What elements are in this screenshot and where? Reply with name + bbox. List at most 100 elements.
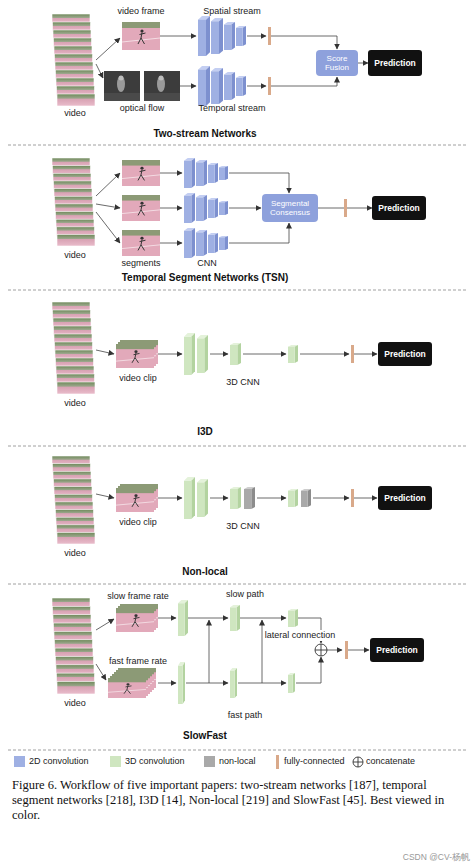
fc-bar: [268, 77, 271, 95]
conv3d-block: [288, 489, 298, 507]
panel-divider: [8, 750, 466, 751]
annotation-label: Temporal stream: [198, 103, 265, 114]
optical-flow-thumb: [144, 71, 180, 101]
conv2d-block: [236, 76, 246, 96]
panel-title: SlowFast: [183, 730, 227, 742]
video-stack: [52, 598, 95, 694]
conv3d-block: [230, 668, 237, 698]
conv2d-block: [196, 195, 207, 221]
prediction-box: Prediction: [378, 486, 432, 510]
video-clip: [116, 484, 158, 512]
fc-bar: [351, 345, 354, 363]
conv3d-block: [197, 479, 208, 517]
annotation-label: CNN: [197, 258, 217, 269]
conv3d-block: [178, 600, 188, 636]
video-stack: [52, 158, 95, 246]
flow-connector: [358, 63, 368, 64]
video-stack: [52, 14, 95, 106]
node-text: Prediction: [376, 203, 422, 213]
non-local-block: [244, 487, 255, 509]
legend-swatch: [110, 756, 121, 767]
prediction-box: Prediction: [378, 342, 432, 366]
non-local-illustration: [52, 456, 377, 544]
legend-text: 2D convolution: [29, 756, 89, 767]
conv2d-block: [184, 193, 195, 223]
conv2d-block: [219, 166, 228, 180]
flow-arrows: [96, 36, 337, 86]
legend-text: non-local: [219, 756, 256, 767]
annotation-label: video clip: [119, 517, 157, 528]
non-local-block: [301, 489, 311, 507]
optical-flow-thumb: [104, 71, 140, 101]
conv2d-block: [184, 158, 195, 188]
conv2d-block: [208, 163, 218, 183]
conv3d-block: [184, 333, 195, 375]
flow-arrows: [96, 618, 369, 683]
video-clip: [116, 340, 158, 368]
tsn-illustration: [52, 158, 347, 258]
video-stack: [52, 456, 95, 544]
node-text: Prediction: [382, 349, 428, 359]
panel-divider: [8, 145, 466, 146]
conv3d-block: [178, 662, 185, 704]
conv3d-block: [197, 335, 208, 373]
annotation-label: slow path: [226, 589, 264, 600]
node-text: Prediction: [374, 645, 420, 655]
conv2d-block: [198, 66, 210, 106]
conv2d-block: [196, 230, 207, 256]
node-text: Prediction: [382, 493, 428, 503]
annotation-label: segments: [121, 258, 160, 269]
conv2d-block: [208, 233, 218, 253]
annotation-label: video: [64, 698, 86, 709]
conv2d-block: [184, 228, 195, 258]
conv2d-block: [219, 236, 228, 250]
flow-arrows: [96, 350, 377, 354]
figure-caption: Figure 6. Workflow of five important pap…: [12, 778, 464, 823]
conv3d-block: [230, 487, 241, 509]
conv3d-block: [230, 343, 241, 365]
process-box: Score Fusion: [316, 50, 358, 76]
flow-arrows: [96, 173, 289, 243]
annotation-label: slow frame rate: [107, 591, 169, 602]
annotation-label: 3D CNN: [226, 521, 260, 532]
conv3d-block: [288, 345, 298, 363]
conv3d-block: [288, 609, 298, 627]
annotation-label: video: [64, 548, 86, 559]
prediction-box: Prediction: [370, 638, 424, 662]
annotation-label: video clip: [119, 373, 157, 384]
node-text: Score Fusion: [316, 54, 358, 72]
node-text: Segmental Consensus: [262, 199, 318, 217]
legend-swatch: [276, 755, 279, 769]
annotation-label: lateral connection: [264, 630, 337, 641]
annotation-label: fast path: [228, 710, 263, 721]
i3d-illustration: [52, 302, 377, 394]
conv3d-block: [184, 477, 195, 519]
annotation-label: video: [64, 250, 86, 261]
prediction-box: Prediction: [372, 196, 426, 220]
fc-bar: [345, 641, 348, 659]
panel-divider: [8, 446, 466, 447]
panel-divider: [8, 290, 466, 291]
panel-title: I3D: [197, 426, 213, 438]
fast-clip: [108, 668, 156, 698]
panel-title: Temporal Segment Networks (TSN): [122, 272, 289, 284]
slowfast-illustration: [52, 598, 369, 704]
video-stack: [52, 302, 95, 394]
panel-title: Non-local: [182, 566, 228, 578]
legend-text: fully-connected: [284, 756, 345, 767]
conv3d-block: [230, 605, 240, 631]
segment-thumb: [122, 195, 160, 221]
video-frame-thumb: [122, 22, 160, 50]
annotation-label: 3D CNN: [226, 377, 260, 388]
conv2d-block: [211, 18, 223, 54]
prediction-box: Prediction: [368, 50, 422, 76]
fc-bar: [344, 199, 347, 217]
annotation-label: video: [64, 398, 86, 409]
panel-divider: [8, 584, 466, 585]
fc-bar: [351, 489, 354, 507]
process-box: Segmental Consensus: [262, 194, 318, 222]
conv2d-block: [196, 160, 207, 186]
conv2d-block: [224, 72, 235, 100]
segment-thumb: [122, 230, 160, 256]
